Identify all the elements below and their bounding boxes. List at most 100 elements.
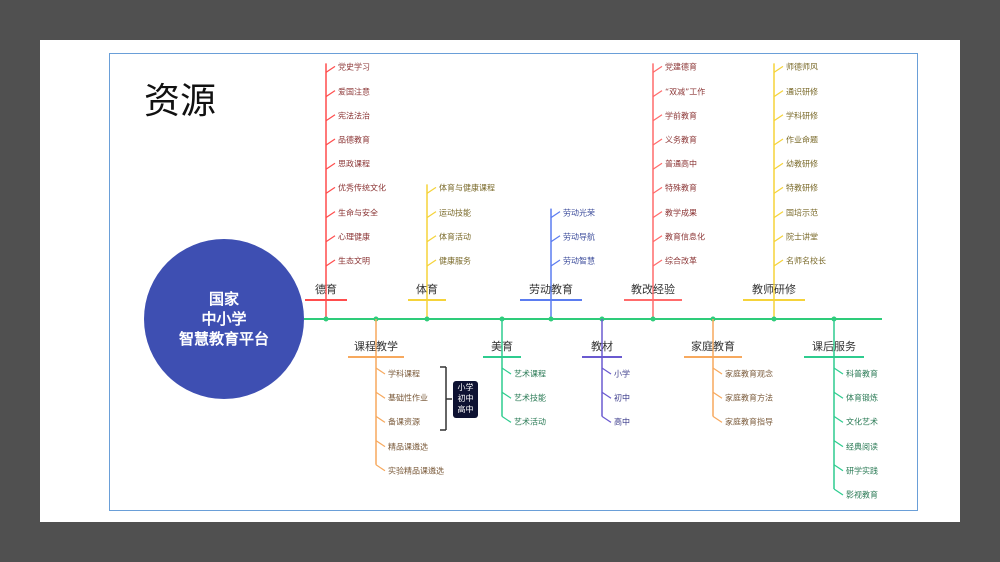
item-connector xyxy=(652,162,663,170)
branch-item[interactable]: 普通高中 xyxy=(665,159,697,169)
item-connector xyxy=(773,65,784,73)
branch-item[interactable]: 院士讲堂 xyxy=(786,232,818,242)
item-connector xyxy=(375,464,386,472)
item-connector xyxy=(652,211,663,219)
branch-item[interactable]: 家庭教育方法 xyxy=(725,393,773,403)
branch-item[interactable]: 家庭教育指导 xyxy=(725,417,773,427)
branch-item[interactable]: 品德教育 xyxy=(338,135,370,145)
branch-item[interactable]: 初中 xyxy=(614,393,630,403)
branch-item[interactable]: “双减”工作 xyxy=(665,87,706,97)
branch-item[interactable]: 研学实践 xyxy=(846,466,878,476)
item-connector xyxy=(550,211,561,219)
page-title: 资源 xyxy=(144,81,217,122)
branch-label[interactable]: 体育 xyxy=(416,283,438,296)
item-connector xyxy=(773,211,784,219)
branch-item[interactable]: 小学 xyxy=(614,369,630,379)
branch-label[interactable]: 教改经验 xyxy=(631,283,675,296)
branch-item[interactable]: 艺术技能 xyxy=(514,393,546,403)
branch-label[interactable]: 德育 xyxy=(315,283,337,296)
branch-item[interactable]: 特教研修 xyxy=(786,183,818,193)
branch-item[interactable]: 优秀传统文化 xyxy=(338,183,386,193)
branch-item[interactable]: 党史学习 xyxy=(338,62,370,72)
branch-item[interactable]: 作业命题 xyxy=(786,135,818,145)
branch-item[interactable]: 文化艺术 xyxy=(846,417,878,427)
branch-item[interactable]: 宪法法治 xyxy=(338,111,370,121)
item-connector xyxy=(426,186,437,194)
spine-dot xyxy=(424,316,430,322)
branch-item[interactable]: 备课资源 xyxy=(388,417,420,427)
branch-item[interactable]: 艺术活动 xyxy=(514,417,546,427)
branch-item[interactable]: 教学成果 xyxy=(665,208,697,218)
branch-item[interactable]: 国培示范 xyxy=(786,208,818,218)
branch-item[interactable]: 党建德育 xyxy=(665,62,697,72)
branch-item[interactable]: 基础性作业 xyxy=(388,393,428,403)
branch-item[interactable]: 高中 xyxy=(614,417,630,427)
branch-item[interactable]: 名师名校长 xyxy=(786,256,826,266)
branch-item[interactable]: 科普教育 xyxy=(846,369,878,379)
branch-item[interactable]: 生命与安全 xyxy=(338,208,378,218)
item-connector xyxy=(325,186,336,194)
branch-item[interactable]: 劳动导航 xyxy=(563,232,595,242)
item-connector xyxy=(325,90,336,98)
branch-item[interactable]: 心理健康 xyxy=(338,232,370,242)
branch-label[interactable]: 教师研修 xyxy=(752,283,796,296)
level-box: 小学 初中 高中 xyxy=(453,381,478,418)
branch-item[interactable]: 学科研修 xyxy=(786,111,818,121)
item-connector xyxy=(325,162,336,170)
level-label: 高中 xyxy=(457,405,474,414)
item-connector xyxy=(426,235,437,243)
spine-dot xyxy=(650,316,656,322)
branch-item[interactable]: 体育与健康课程 xyxy=(439,183,495,193)
branch-item[interactable]: 学前教育 xyxy=(665,111,697,121)
branch-item[interactable]: 特殊教育 xyxy=(665,183,697,193)
item-connector xyxy=(550,235,561,243)
item-connector xyxy=(773,114,784,122)
branch-item[interactable]: 生态文明 xyxy=(338,256,370,266)
item-connector xyxy=(325,114,336,122)
spine-dot xyxy=(771,316,777,322)
branch-item[interactable]: 学科课程 xyxy=(388,369,420,379)
item-connector xyxy=(652,114,663,122)
branch-item[interactable]: 健康服务 xyxy=(439,256,471,266)
branch-item[interactable]: 经典阅读 xyxy=(846,442,878,452)
branch-item[interactable]: 精品课遴选 xyxy=(388,442,428,452)
branch-item[interactable]: 思政课程 xyxy=(338,159,370,169)
item-connector xyxy=(325,259,336,267)
item-connector xyxy=(375,391,386,399)
item-connector xyxy=(601,367,612,375)
item-connector xyxy=(833,464,844,472)
level-label: 初中 xyxy=(457,394,474,403)
branch-item[interactable]: 家庭教育观念 xyxy=(725,369,773,379)
item-connector xyxy=(652,259,663,267)
branch-item[interactable]: 影视教育 xyxy=(846,490,878,500)
branch-label[interactable]: 课后服务 xyxy=(812,340,856,353)
branch-item[interactable]: 劳动光荣 xyxy=(563,208,595,218)
branch-item[interactable]: 幼教研修 xyxy=(786,159,818,169)
branch-item[interactable]: 综合改革 xyxy=(665,256,697,266)
branch-item[interactable]: 艺术课程 xyxy=(514,369,546,379)
item-connector xyxy=(712,391,723,399)
item-connector xyxy=(426,211,437,219)
item-connector xyxy=(601,415,612,423)
branch-item[interactable]: 运动技能 xyxy=(439,208,471,218)
hub-node[interactable]: 国家 中小学 智慧教育平台 xyxy=(144,239,304,399)
branch-item[interactable]: 教育信息化 xyxy=(665,232,705,242)
item-connector xyxy=(375,440,386,448)
item-connector xyxy=(501,367,512,375)
item-connector xyxy=(712,415,723,423)
branch-item[interactable]: 体育活动 xyxy=(439,232,471,242)
branch-label[interactable]: 劳动教育 xyxy=(529,283,573,296)
branch-item[interactable]: 爱国注意 xyxy=(338,87,370,97)
item-connector xyxy=(833,367,844,375)
branch-item[interactable]: 师德师风 xyxy=(786,62,818,72)
branch-label[interactable]: 美育 xyxy=(491,340,513,353)
branch-label[interactable]: 课程教学 xyxy=(354,340,398,353)
branch-item[interactable]: 实验精品课遴选 xyxy=(388,466,444,476)
branch-item[interactable]: 劳动智慧 xyxy=(563,256,595,266)
branch-item[interactable]: 义务教育 xyxy=(665,135,697,145)
branch-item[interactable]: 体育锻炼 xyxy=(846,393,878,403)
branch-label[interactable]: 教材 xyxy=(591,340,613,353)
branch-item[interactable]: 通识研修 xyxy=(786,87,818,97)
branch-label[interactable]: 家庭教育 xyxy=(691,340,735,353)
